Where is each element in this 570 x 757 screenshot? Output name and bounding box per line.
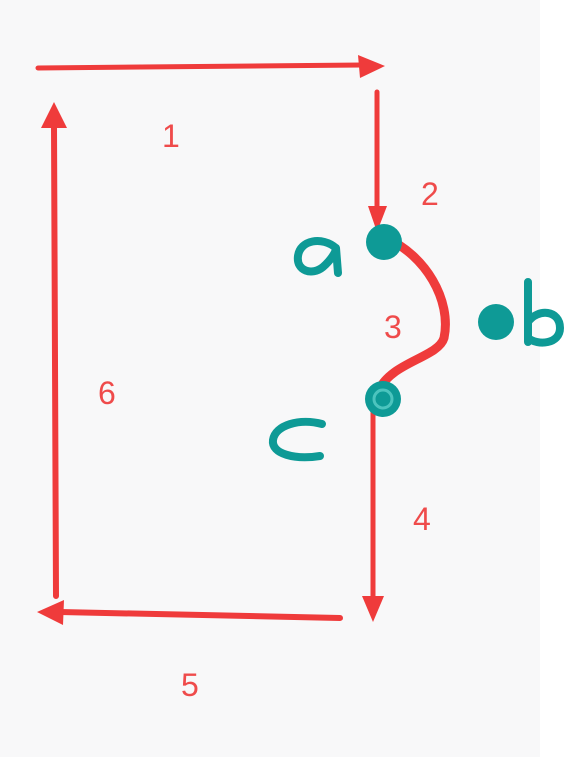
point-a-marker: [366, 224, 402, 260]
edge-label-6: 6: [98, 375, 116, 411]
point-label-c: c: [269, 417, 326, 462]
point-label-b: b: [524, 278, 564, 347]
edge-2-arrow: [368, 89, 387, 232]
point-c-marker: [365, 381, 401, 417]
edge-1-arrow: [35, 55, 385, 78]
edge-4-arrow: [362, 409, 384, 622]
point-b-marker: [478, 304, 514, 340]
edge-3-curve: [373, 233, 450, 397]
edge-label-1: 1: [162, 118, 180, 154]
edge-label-4: 4: [413, 501, 431, 537]
edge-label-5: 5: [181, 667, 199, 703]
edge-label-3: 3: [384, 309, 402, 345]
diagram-panel: [0, 0, 540, 757]
point-label-a: a: [293, 237, 342, 277]
edge-label-2: 2: [421, 176, 439, 212]
edge-6-arrow: [41, 102, 67, 599]
edge-5-arrow: [37, 600, 343, 625]
